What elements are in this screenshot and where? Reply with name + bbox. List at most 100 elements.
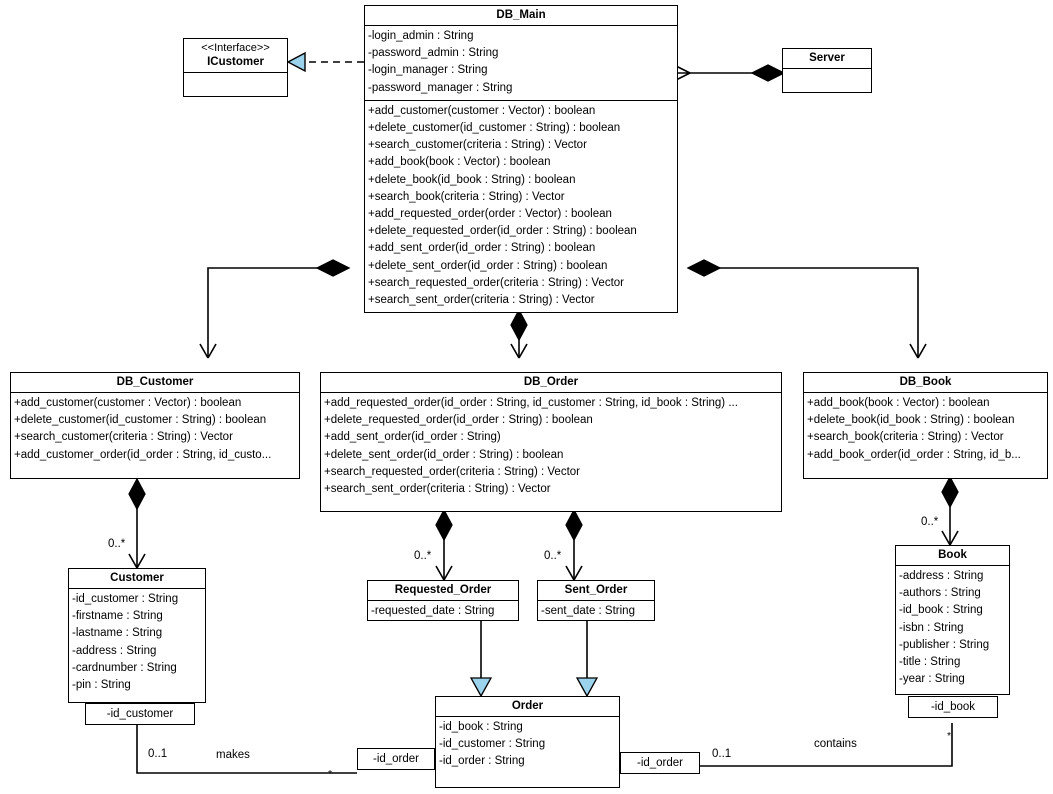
- operation-row: +search_book(criteria : String) : Vector: [368, 190, 565, 203]
- association-label-contains: contains: [814, 738, 857, 750]
- qualifier-order-id-order-left[interactable]: -id_order: [357, 748, 435, 770]
- operation-row: +search_requested_order(criteria : Strin…: [368, 276, 624, 289]
- attribute-row: -login_admin : String: [368, 30, 474, 42]
- customer-name: Customer: [69, 569, 205, 589]
- customer-attributes: -id_customer : String -firstname : Strin…: [69, 589, 205, 697]
- db-order-operations: +add_requested_order(id_order : String, …: [321, 393, 781, 501]
- composition-dbmain-dbcustomer: [199, 259, 351, 359]
- attribute-row: -sent_date : String: [541, 605, 635, 617]
- icustomer-stereotype: <<Interface>>: [201, 42, 270, 54]
- class-db-order[interactable]: DB_Order +add_requested_order(id_order :…: [320, 372, 782, 512]
- attribute-row: -id_customer : String: [72, 593, 179, 605]
- operation-row: +delete_requested_order(id_order : Strin…: [368, 225, 637, 238]
- attribute-row: -requested_date : String: [371, 605, 495, 617]
- db-order-name: DB_Order: [321, 373, 781, 393]
- attribute-row: -firstname : String: [72, 610, 163, 623]
- generalization-sentorder-order: [575, 620, 599, 698]
- qualifier-order-id-order-right[interactable]: -id_order: [620, 752, 700, 774]
- operation-row: +delete_sent_order(id_order : String) : …: [368, 259, 608, 272]
- association-label-makes: makes: [216, 749, 250, 761]
- class-book[interactable]: Book -address : String -authors : String…: [895, 545, 1010, 695]
- operation-row: +delete_book(id_book : String) : boolean: [807, 414, 1015, 427]
- attribute-row: -isbn : String: [899, 621, 964, 634]
- db-main-operations: +add_customer(customer : Vector) : boole…: [365, 101, 677, 312]
- class-sent-order[interactable]: Sent_Order -sent_date : String: [537, 580, 655, 621]
- attribute-row: -lastname : String: [72, 627, 163, 640]
- icustomer-name: ICustomer: [184, 55, 287, 73]
- class-db-customer[interactable]: DB_Customer +add_customer(customer : Vec…: [10, 372, 300, 479]
- server-name: Server: [783, 49, 871, 69]
- attribute-row: -id_customer : String: [439, 738, 546, 751]
- icustomer-attributes: [184, 73, 287, 96]
- operation-row: +add_book(book : Vector) : boolean: [368, 156, 551, 169]
- operation-row: +delete_customer(id_customer : String) :…: [14, 414, 267, 427]
- multiplicity-dbbook-book: 0..*: [921, 516, 939, 528]
- attribute-row: -year : String: [899, 673, 965, 686]
- class-order[interactable]: Order -id_book : String -id_customer : S…: [435, 696, 620, 788]
- composition-dbmain-dborder: [510, 308, 528, 359]
- order-attributes: -id_book : String -id_customer : String …: [436, 717, 619, 774]
- attribute-row: -cardnumber : String: [72, 661, 177, 674]
- attribute-row: -title : String: [899, 656, 961, 669]
- operation-row: +add_customer_order(id_order : String, i…: [14, 448, 272, 461]
- operation-row: +add_requested_order(id_order : String, …: [324, 397, 738, 409]
- multiplicity-customer-makes: 0..1: [148, 748, 168, 760]
- attribute-row: -login_manager : String: [368, 64, 488, 77]
- operation-row: +search_sent_order(criteria : String) : …: [324, 483, 551, 496]
- attribute-row: -password_admin : String: [368, 47, 499, 60]
- operation-row: +search_customer(criteria : String) : Ve…: [14, 431, 233, 444]
- book-name: Book: [896, 546, 1009, 566]
- attribute-row: -publisher : String: [899, 638, 990, 651]
- operation-row: +search_sent_order(criteria : String) : …: [368, 294, 595, 307]
- operation-row: +delete_customer(id_customer : String) :…: [368, 122, 621, 135]
- qualifier-customer-id-customer[interactable]: -id_customer: [85, 703, 195, 725]
- composition-server-dbmain: [671, 63, 786, 83]
- operation-row: +add_sent_order(id_order : String): [324, 431, 501, 444]
- composition-dbcustomer-customer: [128, 477, 146, 569]
- operation-row: +add_book(book : Vector) : boolean: [807, 397, 990, 409]
- server-attributes: [783, 69, 871, 92]
- db-customer-operations: +add_customer(customer : Vector) : boole…: [11, 393, 299, 467]
- attribute-row: -pin : String: [72, 679, 131, 692]
- generalization-requestedorder-order: [469, 620, 493, 698]
- sent-order-name: Sent_Order: [538, 581, 654, 601]
- operation-row: +search_customer(criteria : String) : Ve…: [368, 139, 587, 152]
- multiplicity-order-contains: 0..1: [712, 748, 732, 760]
- attribute-row: -id_book : String: [439, 721, 523, 733]
- book-attributes: -address : String -authors : String -id_…: [896, 566, 1009, 691]
- operation-row: +add_customer(customer : Vector) : boole…: [14, 397, 242, 409]
- class-db-book[interactable]: DB_Book +add_book(book : Vector) : boole…: [803, 372, 1048, 479]
- attribute-row: -address : String: [72, 644, 157, 657]
- db-customer-name: DB_Customer: [11, 373, 299, 393]
- multiplicity-dborder-requestedorder: 0..*: [414, 550, 432, 562]
- association-customer-makes-order: [136, 723, 357, 774]
- attribute-row: -id_order : String: [439, 755, 525, 768]
- composition-dborder-sentorder: [565, 508, 583, 581]
- realization-dbmain-icustomer: [286, 51, 364, 73]
- order-name: Order: [436, 697, 619, 717]
- requested-order-attributes: -requested_date : String: [368, 601, 518, 623]
- class-icustomer[interactable]: <<Interface>> ICustomer: [183, 38, 288, 97]
- class-server[interactable]: Server: [782, 48, 872, 93]
- multiplicity-dborder-sentorder: 0..*: [544, 550, 562, 562]
- class-db-main[interactable]: DB_Main -login_admin : String -password_…: [364, 5, 678, 314]
- class-customer[interactable]: Customer -id_customer : String -firstnam…: [68, 568, 206, 703]
- db-main-attributes: -login_admin : String -password_admin : …: [365, 26, 677, 101]
- class-requested-order[interactable]: Requested_Order -requested_date : String: [367, 580, 519, 621]
- composition-dbbook-book: [941, 475, 959, 546]
- operation-row: +add_sent_order(id_order : String) : boo…: [368, 242, 596, 255]
- multiplicity-dbcustomer-customer: 0..*: [108, 538, 126, 550]
- db-book-name: DB_Book: [804, 373, 1047, 393]
- qualifier-book-id-book[interactable]: -id_book: [908, 696, 998, 718]
- operation-row: +search_book(criteria : String) : Vector: [807, 431, 1004, 444]
- attribute-row: -authors : String: [899, 587, 981, 600]
- requested-order-name: Requested_Order: [368, 581, 518, 601]
- composition-dborder-requestedorder: [435, 508, 453, 581]
- operation-row: +delete_book(id_book : String) : boolean: [368, 173, 576, 186]
- sent-order-attributes: -sent_date : String: [538, 601, 654, 623]
- operation-row: +add_customer(customer : Vector) : boole…: [368, 104, 596, 117]
- multiplicity-contains-star: *: [947, 730, 952, 742]
- operation-row: +delete_sent_order(id_order : String) : …: [324, 448, 564, 461]
- db-main-name: DB_Main: [365, 6, 677, 26]
